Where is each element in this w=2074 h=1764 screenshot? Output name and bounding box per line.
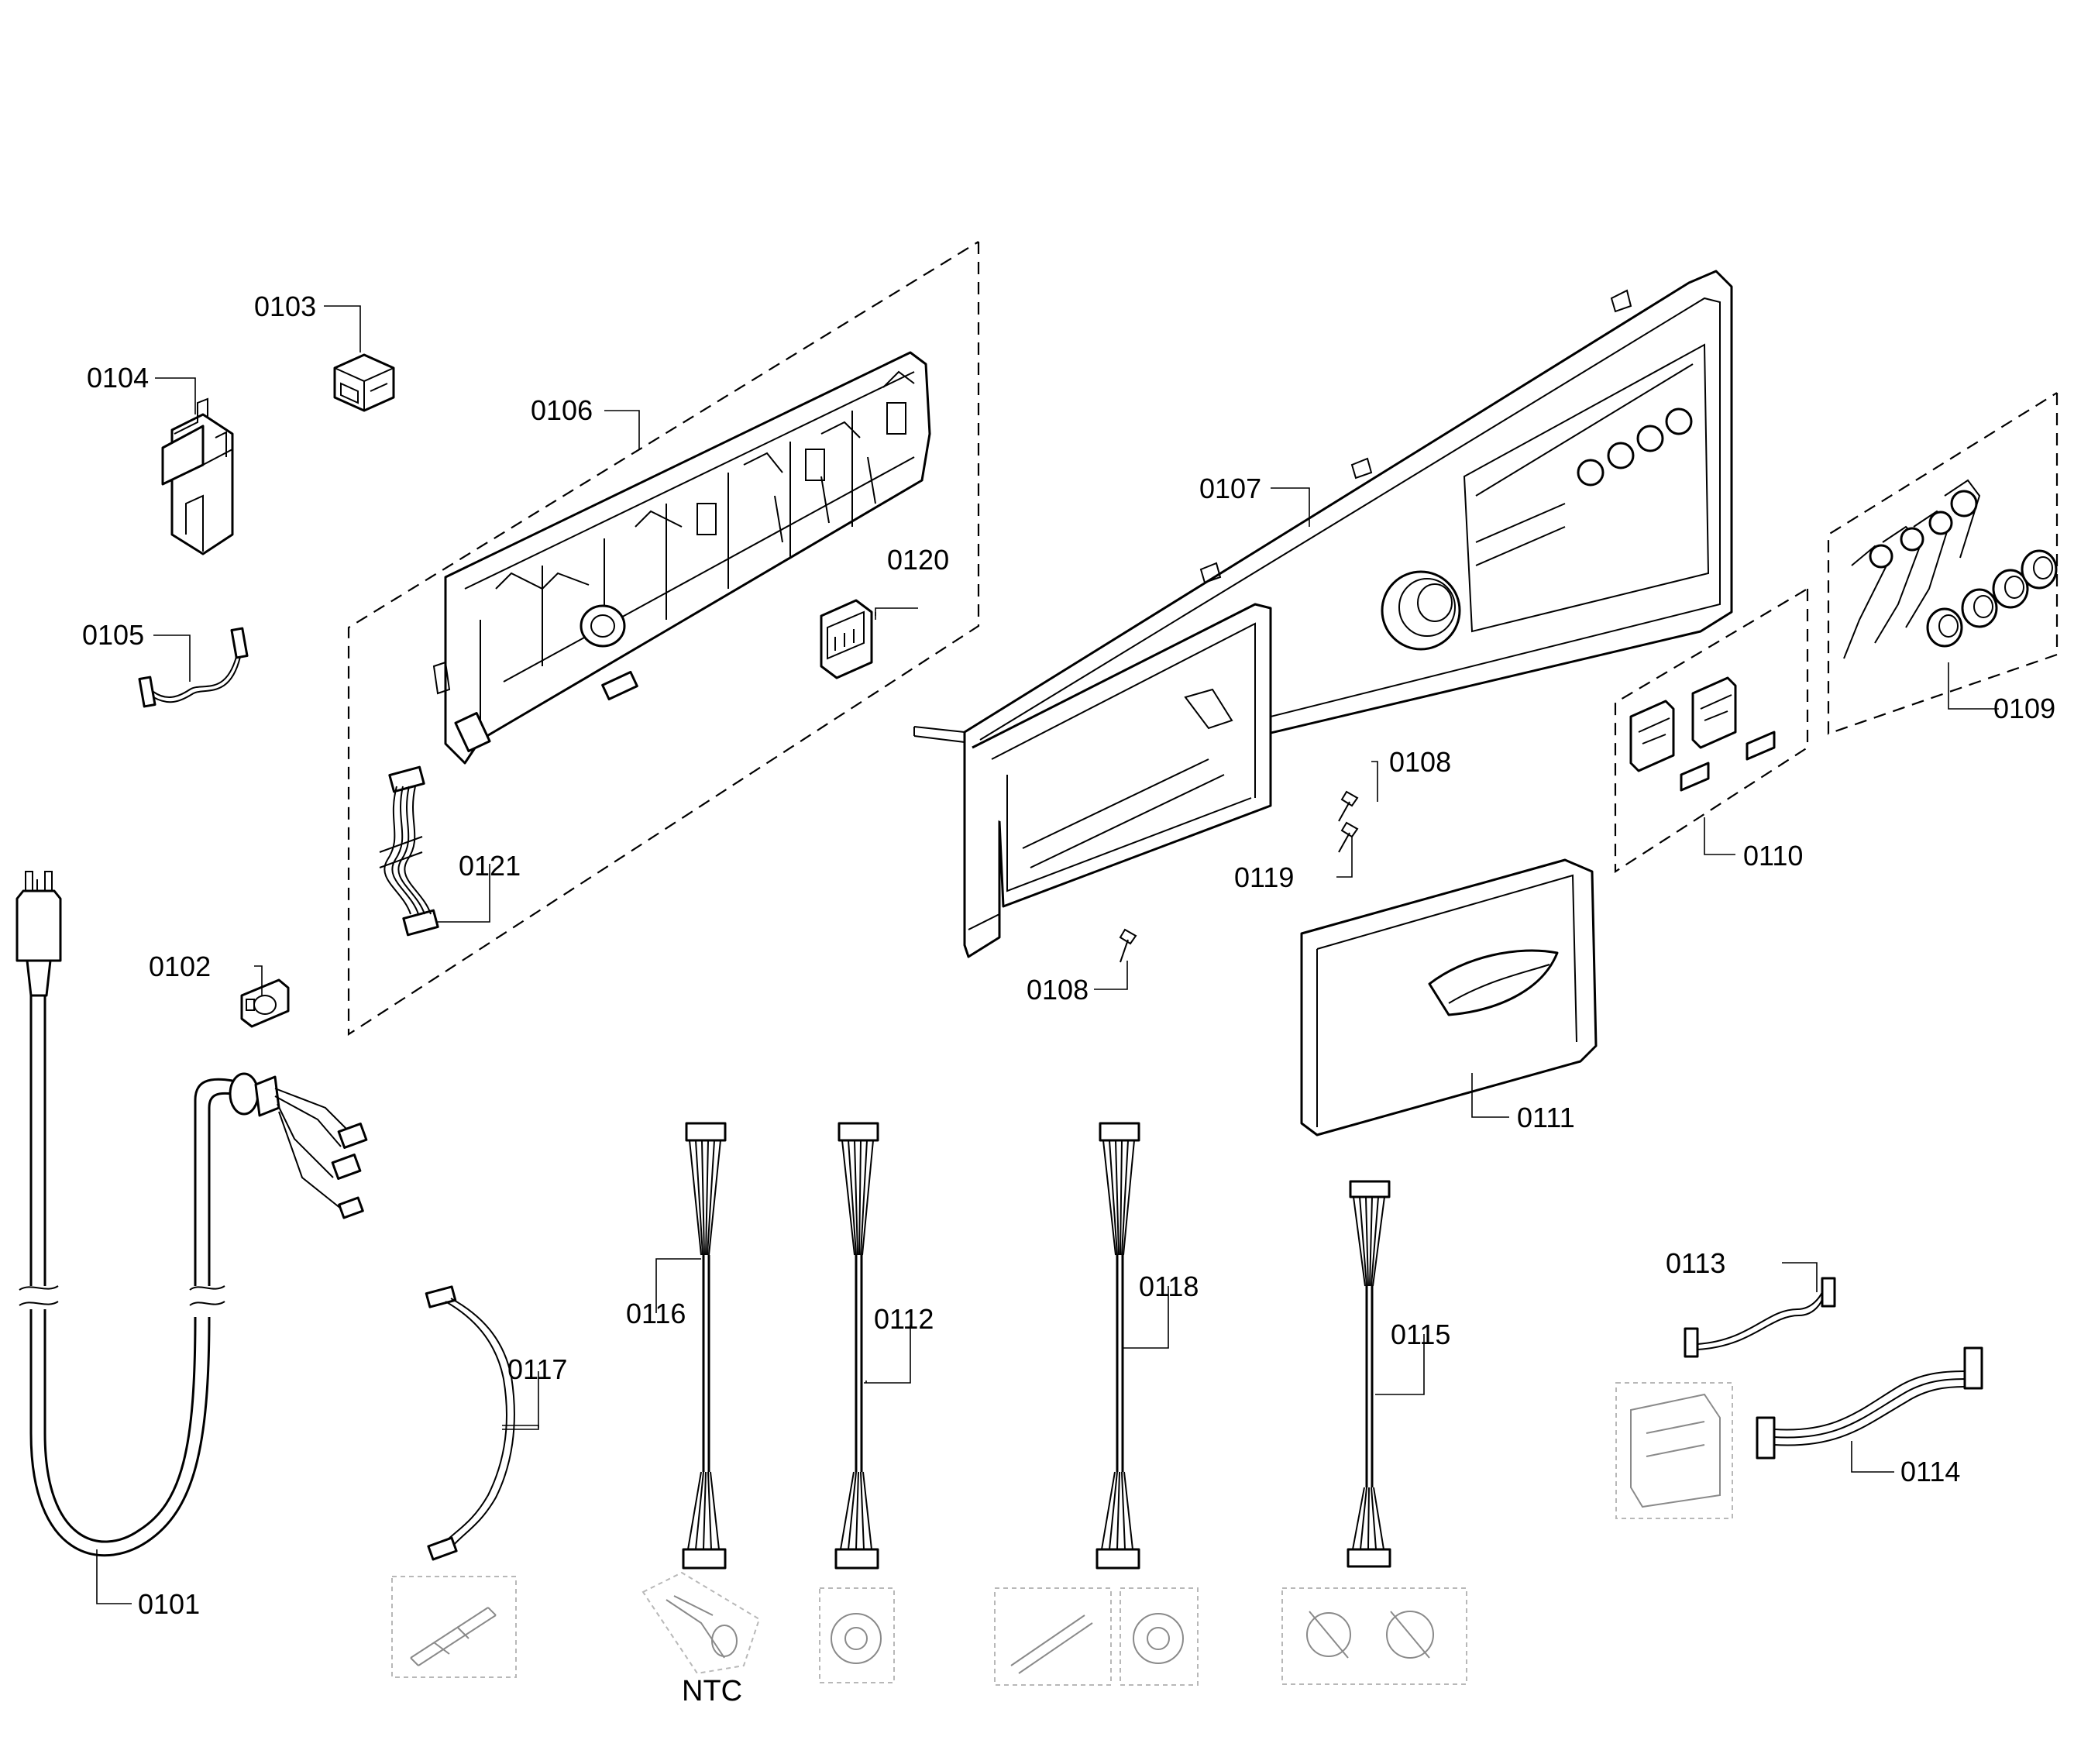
label-0113: 0113 — [1666, 1247, 1725, 1279]
part-0109-knob-assemblies — [1843, 479, 2058, 659]
part-0107-control-panel — [913, 270, 1733, 958]
part-0119-screw — [1338, 821, 1359, 853]
part-labels: 0103 0104 0106 0107 0120 0105 0121 0102 … — [82, 291, 2055, 1707]
label-0110: 0110 — [1743, 840, 1803, 872]
part-0108-screw-lower — [1119, 928, 1137, 963]
label-0107: 0107 — [1199, 473, 1261, 504]
label-0105: 0105 — [82, 619, 144, 651]
part-0108-screw-upper — [1338, 790, 1359, 822]
ref-valves-0115 — [1281, 1587, 1467, 1685]
label-0116: 0116 — [626, 1298, 686, 1329]
label-0114: 0114 — [1900, 1456, 1960, 1487]
part-0117-wire-harness — [425, 1285, 515, 1561]
ref-pump-module-0114 — [1615, 1382, 1733, 1519]
part-0110-push-buttons — [1629, 676, 1776, 792]
part-0104-interference-filter — [161, 397, 234, 555]
part-0116-harness — [682, 1122, 727, 1570]
label-0120: 0120 — [887, 544, 949, 576]
ref-heater-element-0117 — [391, 1576, 517, 1678]
label-0108-lower: 0108 — [1027, 974, 1089, 1006]
label-0112: 0112 — [874, 1303, 934, 1335]
part-0106-control-module — [432, 351, 931, 765]
label-0102: 0102 — [149, 951, 211, 982]
part-0103-small-block — [333, 353, 395, 412]
control-module-group-outline — [347, 241, 980, 1037]
label-0117: 0117 — [507, 1353, 567, 1385]
label-ntc: NTC — [682, 1675, 742, 1707]
label-0121: 0121 — [459, 850, 521, 882]
part-0120-relay-chip — [820, 599, 873, 679]
label-0104: 0104 — [87, 362, 149, 394]
label-0108-upper: 0108 — [1389, 746, 1451, 778]
ref-heater-and-motor-0118 — [994, 1587, 1199, 1686]
ref-motor-0112 — [819, 1587, 895, 1683]
part-0114-cable — [1756, 1346, 1983, 1460]
part-0113-cable — [1684, 1277, 1836, 1358]
label-0101: 0101 — [138, 1588, 200, 1620]
label-0119: 0119 — [1234, 861, 1294, 893]
ref-ntc-sensor-0116 — [641, 1571, 761, 1675]
part-0102-cord-bracket — [240, 978, 290, 1028]
part-0121-wire-harness — [379, 765, 439, 937]
knob-group-outline — [1827, 392, 2059, 735]
label-0106: 0106 — [531, 394, 593, 426]
part-0115-harness — [1347, 1180, 1391, 1568]
label-0118: 0118 — [1139, 1271, 1199, 1302]
button-group-outline — [1614, 588, 1809, 874]
label-0109: 0109 — [1993, 693, 2055, 724]
part-0112-harness — [834, 1122, 879, 1570]
label-0115: 0115 — [1391, 1319, 1450, 1350]
part-0118-harness — [1095, 1122, 1140, 1570]
part-0105-short-cable — [138, 627, 249, 708]
part-0111-drawer-cover — [1300, 858, 1598, 1136]
part-0101-power-cord — [15, 871, 368, 1557]
label-0111: 0111 — [1517, 1102, 1575, 1133]
label-0103: 0103 — [254, 291, 316, 322]
leader-lines — [96, 305, 1999, 1604]
